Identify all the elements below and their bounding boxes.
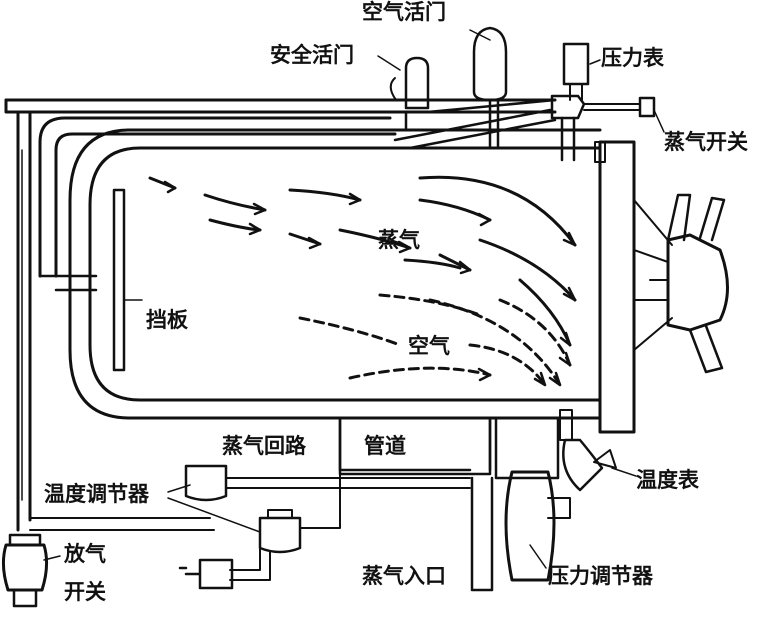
bypass-pipe bbox=[229, 547, 271, 581]
vent-switch-bottom bbox=[12, 588, 38, 608]
jacket-pipe-top-inner bbox=[54, 132, 397, 278]
steam-switch-knob bbox=[638, 96, 656, 118]
air-valve-neck bbox=[488, 98, 500, 150]
leader-thermometer bbox=[611, 467, 637, 477]
label-vent-switch-line1: 放气 bbox=[64, 542, 106, 566]
leader-safety-valve bbox=[377, 55, 401, 71]
steam-inlet-pipe bbox=[470, 476, 494, 592]
label-air-valve: 空气活门 bbox=[362, 0, 446, 24]
label-thermometer: 温度表 bbox=[636, 468, 699, 492]
door-plate bbox=[598, 140, 636, 434]
chamber-outer-wall bbox=[68, 128, 602, 420]
steam-valve-body bbox=[550, 94, 586, 120]
jacket-pipe-connector bbox=[38, 274, 98, 292]
temp-regulator-2 bbox=[258, 516, 302, 554]
lower-jacket bbox=[338, 416, 492, 472]
leader-steam-switch bbox=[653, 109, 665, 133]
leader-air-valve bbox=[469, 29, 491, 41]
wheel-spokes bbox=[633, 199, 673, 351]
door-wheel bbox=[666, 233, 729, 332]
pressure-regulator-body bbox=[504, 470, 556, 582]
lower-box-left bbox=[338, 416, 492, 476]
air-flow-arrows bbox=[298, 293, 572, 387]
air-arrow-heads bbox=[477, 351, 572, 387]
leader-pressure-regulator bbox=[529, 544, 547, 569]
temp-regulator-2-stem bbox=[267, 509, 293, 519]
temp-regulator-2-pipe bbox=[299, 473, 341, 529]
label-steam-inlet: 蒸气入口 bbox=[362, 564, 446, 588]
wheel-arm-top bbox=[666, 193, 726, 242]
thermometer-bulb bbox=[562, 438, 604, 492]
air-valve-body bbox=[472, 26, 508, 102]
safety-valve-body bbox=[404, 56, 430, 110]
label-vent-switch-line2: 开关 bbox=[64, 580, 106, 604]
leader-vent bbox=[43, 555, 61, 561]
label-baffle: 挡板 bbox=[146, 308, 188, 332]
leader-pressure-gauge bbox=[589, 59, 601, 65]
pressure-gauge-stem bbox=[569, 83, 583, 101]
vent-switch-top bbox=[8, 533, 42, 547]
label-temperature-regulator: 温度调节器 bbox=[44, 482, 149, 506]
label-pressure-gauge: 压力表 bbox=[601, 46, 664, 70]
bypass-valve bbox=[178, 558, 234, 590]
vent-switch-body bbox=[1, 543, 49, 592]
leader-temp-regulator bbox=[167, 484, 261, 533]
jacket-pipe-top bbox=[38, 116, 392, 278]
thermometer-knob bbox=[593, 449, 617, 469]
safety-valve-lever bbox=[389, 77, 407, 101]
pressure-gauge-body bbox=[562, 42, 590, 86]
pressure-regulator-stem bbox=[547, 497, 571, 519]
wheel-arm-bottom bbox=[688, 324, 724, 374]
baffle-plate bbox=[112, 188, 126, 372]
lower-box-right bbox=[494, 416, 560, 480]
label-steam-circuit: 蒸气回路 bbox=[222, 434, 306, 458]
label-pipeline: 管道 bbox=[364, 434, 406, 458]
temp-regulator-1 bbox=[184, 464, 228, 502]
label-air: 空气 bbox=[408, 334, 450, 358]
label-pressure-regulator: 压力调节器 bbox=[548, 564, 653, 588]
left-frame-pipe bbox=[4, 98, 32, 532]
steam-flow-arrows bbox=[148, 175, 577, 347]
safety-valve-diagonal bbox=[393, 108, 557, 150]
door-flange-top bbox=[594, 141, 606, 163]
steam-switch-rod bbox=[583, 103, 641, 111]
label-steam-switch: 蒸气开关 bbox=[664, 130, 748, 154]
steam-valve-down bbox=[560, 116, 576, 162]
temp-regulator-pipe-h bbox=[29, 477, 471, 531]
thermometer-stem bbox=[559, 409, 573, 441]
label-steam: 蒸气 bbox=[378, 228, 420, 252]
label-safety-valve: 安全活门 bbox=[270, 43, 354, 67]
top-frame-pipe bbox=[4, 98, 557, 114]
safety-valve-pipe bbox=[404, 98, 557, 132]
